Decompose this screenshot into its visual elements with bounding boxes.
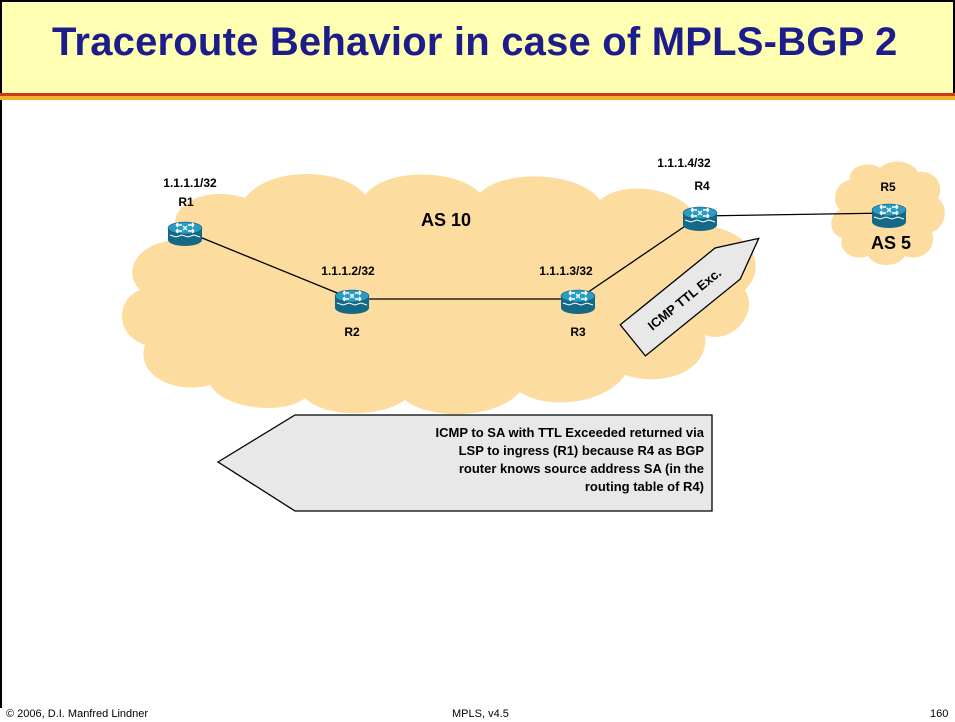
router-r4-icon (682, 206, 718, 232)
title-underline-orange (0, 96, 955, 100)
footer-copyright: © 2006, D.I. Manfred Lindner (6, 708, 149, 720)
link-r4-r5 (699, 212, 891, 217)
title-underline-red (0, 93, 955, 96)
callout-line-1: ICMP to SA with TTL Exceeded returned vi… (436, 425, 705, 440)
router-r3-icon (560, 289, 596, 315)
router-r2-ip: 1.1.1.2/32 (321, 264, 375, 278)
link-r3-r4 (577, 215, 701, 300)
router-r4-label: R4 (694, 179, 710, 193)
footer-course: MPLS, v4.5 (452, 708, 509, 720)
router-r1-label: R1 (178, 195, 194, 209)
callout-line-3: router knows source address SA (in the (459, 461, 704, 476)
title-bar: Traceroute Behavior in case of MPLS-BGP … (0, 0, 955, 95)
as10-label: AS 10 (421, 210, 471, 230)
as5-label: AS 5 (871, 233, 911, 253)
callout-line-4: routing table of R4) (585, 479, 704, 494)
link-r1-r2 (184, 230, 353, 300)
router-r2-label: R2 (344, 325, 360, 339)
router-r1-ip: 1.1.1.1/32 (163, 176, 217, 190)
callout-line-2: LSP to ingress (R1) because R4 as BGP (459, 443, 705, 458)
router-r3-label: R3 (570, 325, 586, 339)
router-r4-ip: 1.1.1.4/32 (657, 156, 711, 170)
as10-cloud (121, 174, 756, 415)
footer-page-number: 160 (930, 708, 949, 720)
slide-title: Traceroute Behavior in case of MPLS-BGP … (52, 20, 898, 64)
router-r3-ip: 1.1.1.3/32 (539, 264, 593, 278)
router-r5-icon (871, 203, 907, 229)
callout-arrow (216, 414, 713, 512)
left-border (0, 100, 2, 708)
router-r5-label: R5 (880, 180, 896, 194)
router-r2-icon (334, 289, 370, 315)
router-r1-icon (167, 221, 203, 247)
